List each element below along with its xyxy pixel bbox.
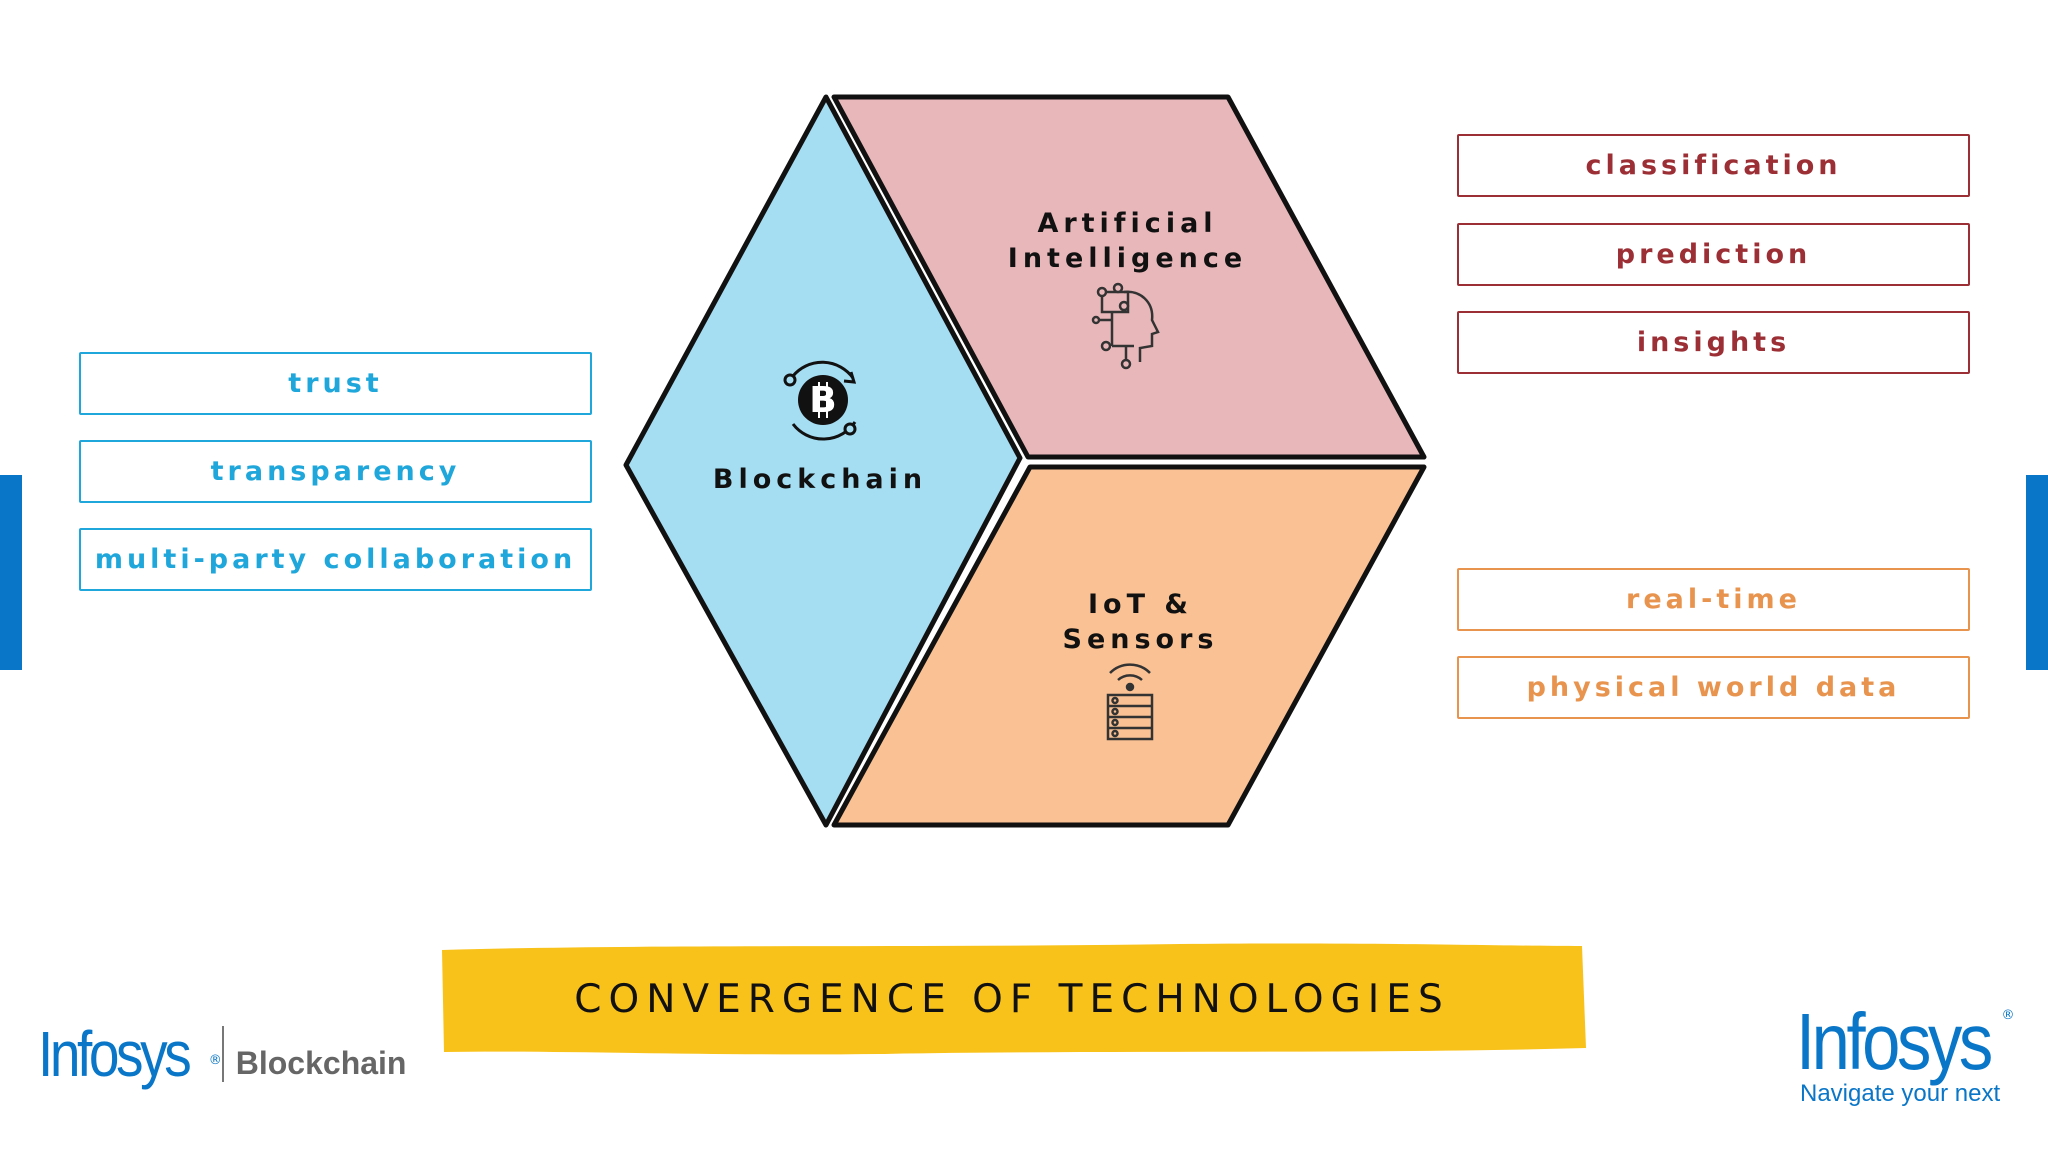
ai-head-circuit-icon — [1091, 282, 1160, 370]
logo-right-reg: ® — [2001, 1008, 2015, 1023]
logo-right-brand: Infosys — [1796, 997, 1993, 1086]
logo-left-brand: Infosys — [38, 1018, 192, 1090]
logo-right-tagline: Navigate your next — [1800, 1080, 2001, 1107]
blockchain-label: Blockchain — [712, 464, 928, 495]
banner-title: CONVERGENCE OF TECHNOLOGIES — [574, 976, 1450, 1022]
left-edge-bar — [0, 475, 22, 670]
logo-left-sub: Blockchain — [235, 1044, 407, 1081]
ai-label: Artificial Intelligence — [920, 206, 1335, 276]
infosys-logo: Infosys ® Navigate your next — [1796, 1002, 2016, 1108]
bitcoin-cycle-icon: B — [783, 360, 857, 441]
logo-separator — [221, 1026, 224, 1082]
tag-real-time: real-time — [1457, 568, 1970, 631]
banner-brush — [442, 943, 1586, 1055]
svg-text:B: B — [809, 380, 836, 421]
iot-label-line1: IoT & — [1088, 589, 1193, 620]
logo-left-reg: ® — [208, 1052, 222, 1068]
right-edge-bar — [2026, 475, 2048, 670]
ai-label-line2: Intelligence — [1007, 243, 1248, 274]
tag-physical-world-data: physical world data — [1457, 656, 1970, 719]
tag-multi-party-collaboration: multi-party collaboration — [79, 528, 592, 591]
sensor-server-icon — [1106, 663, 1154, 741]
ai-label-line1: Artificial — [1037, 208, 1218, 239]
tag-prediction: prediction — [1457, 223, 1970, 286]
ai-face — [831, 94, 1427, 460]
tag-insights: insights — [1457, 311, 1970, 374]
tag-classification: classification — [1457, 134, 1970, 197]
infosys-blockchain-logo: Infosys ® Blockchain — [38, 1022, 406, 1086]
iot-label: IoT & Sensors — [933, 587, 1348, 657]
iot-label-line2: Sensors — [1062, 624, 1219, 655]
blockchain-face — [623, 94, 1023, 828]
tag-transparency: transparency — [79, 440, 592, 503]
iot-face — [831, 464, 1427, 828]
tag-trust: trust — [79, 352, 592, 415]
